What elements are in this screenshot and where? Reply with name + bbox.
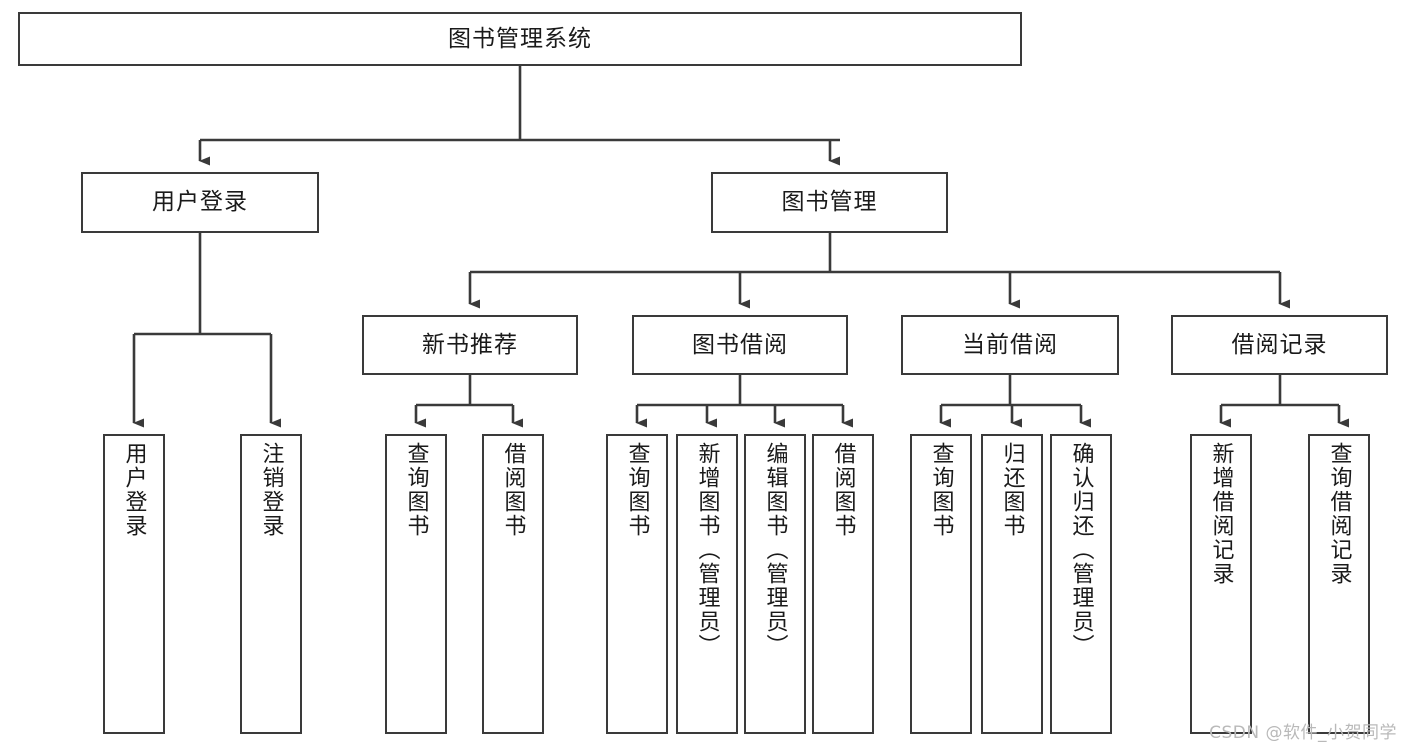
node-current-borrowing-label: 当前借阅 bbox=[962, 331, 1058, 358]
leaf-logout-label: 注销登录 bbox=[258, 442, 284, 538]
leaf-query-book-current[interactable]: 查询图书 bbox=[910, 434, 972, 734]
leaf-borrow-book-new[interactable]: 借阅图书 bbox=[482, 434, 544, 734]
leaf-confirm-return-admin[interactable]: 确认归还（管理员） bbox=[1050, 434, 1112, 734]
node-borrow-records-label: 借阅记录 bbox=[1231, 331, 1328, 358]
node-book-management-label: 图书管理 bbox=[781, 189, 878, 216]
leaf-borrow-book[interactable]: 借阅图书 bbox=[812, 434, 874, 734]
node-current-borrowing[interactable]: 当前借阅 bbox=[901, 315, 1119, 375]
leaf-query-book-label: 查询图书 bbox=[624, 442, 650, 538]
node-user-login[interactable]: 用户登录 bbox=[81, 172, 319, 233]
leaf-query-book-current-label: 查询图书 bbox=[928, 442, 954, 538]
node-borrow-records[interactable]: 借阅记录 bbox=[1171, 315, 1388, 375]
leaf-add-book-admin-label: 新增图书（管理员） bbox=[694, 442, 720, 658]
node-new-book-recommendation-label: 新书推荐 bbox=[422, 331, 518, 358]
csdn-watermark: CSDN @软件_小贺同学 bbox=[1209, 723, 1397, 743]
leaf-add-borrow-record-label: 新增借阅记录 bbox=[1208, 442, 1234, 586]
node-root[interactable]: 图书管理系统 bbox=[18, 12, 1022, 66]
node-book-management[interactable]: 图书管理 bbox=[711, 172, 948, 233]
leaf-add-borrow-record[interactable]: 新增借阅记录 bbox=[1190, 434, 1252, 734]
leaf-return-book[interactable]: 归还图书 bbox=[981, 434, 1043, 734]
leaf-user-login-label: 用户登录 bbox=[121, 442, 147, 538]
leaf-return-book-label: 归还图书 bbox=[999, 442, 1025, 538]
leaf-user-login[interactable]: 用户登录 bbox=[103, 434, 165, 734]
node-user-login-label: 用户登录 bbox=[152, 189, 248, 216]
leaf-borrow-book-new-label: 借阅图书 bbox=[500, 442, 526, 538]
leaf-query-borrow-record-label: 查询借阅记录 bbox=[1326, 442, 1352, 586]
node-root-label: 图书管理系统 bbox=[448, 25, 592, 52]
leaf-logout[interactable]: 注销登录 bbox=[240, 434, 302, 734]
leaf-edit-book-admin-label: 编辑图书（管理员） bbox=[762, 442, 788, 658]
leaf-edit-book-admin[interactable]: 编辑图书（管理员） bbox=[744, 434, 806, 734]
node-book-borrowing[interactable]: 图书借阅 bbox=[632, 315, 848, 375]
leaf-query-book-new[interactable]: 查询图书 bbox=[385, 434, 447, 734]
leaf-query-book-new-label: 查询图书 bbox=[403, 442, 429, 538]
node-new-book-recommendation[interactable]: 新书推荐 bbox=[362, 315, 578, 375]
leaf-query-book[interactable]: 查询图书 bbox=[606, 434, 668, 734]
node-book-borrowing-label: 图书借阅 bbox=[692, 331, 788, 358]
leaf-confirm-return-admin-label: 确认归还（管理员） bbox=[1068, 442, 1094, 658]
leaf-borrow-book-label: 借阅图书 bbox=[830, 442, 856, 538]
leaf-query-borrow-record[interactable]: 查询借阅记录 bbox=[1308, 434, 1370, 734]
leaf-add-book-admin[interactable]: 新增图书（管理员） bbox=[676, 434, 738, 734]
